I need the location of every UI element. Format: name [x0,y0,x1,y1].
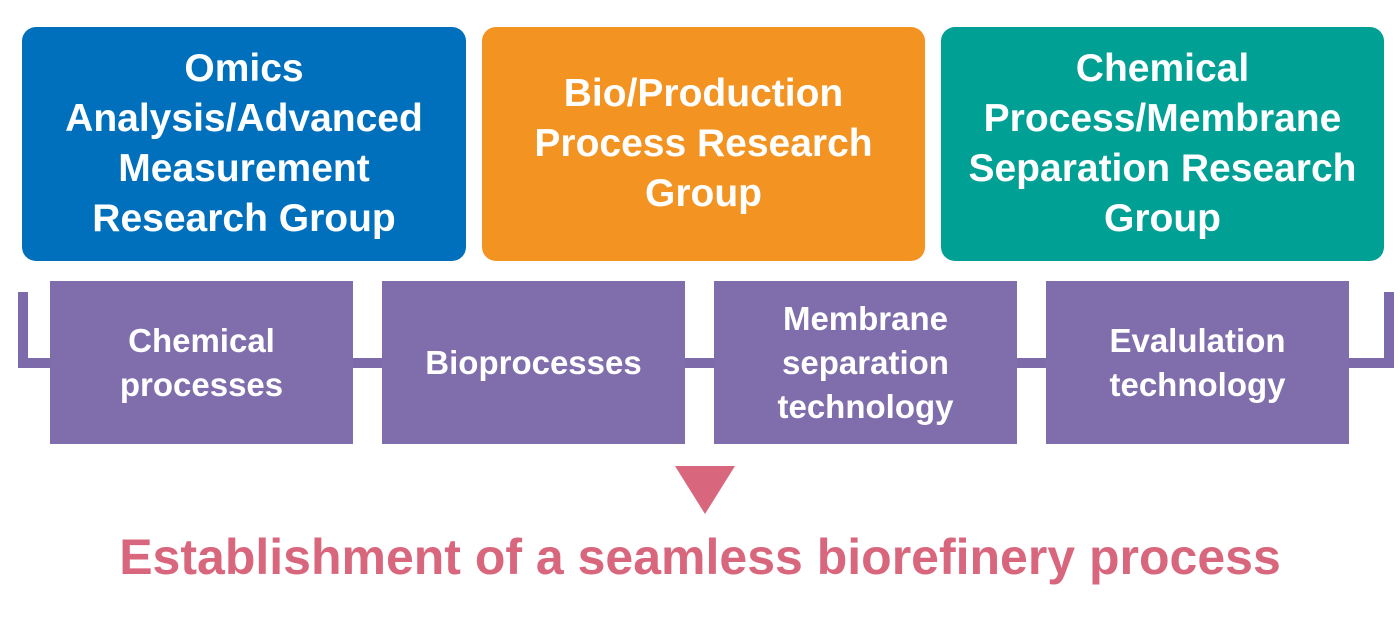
group-box-chemical-process: Chemical Process/Membrane Separation Res… [941,27,1384,261]
group-label: Chemical Process/Membrane Separation Res… [968,47,1357,240]
technology-label: Chemical processes [119,321,284,403]
group-label: Omics Analysis/Advanced Measurement Rese… [65,47,423,240]
connector-bracket-left [18,292,28,368]
technology-box-membrane-separation: Membrane separation technology [714,281,1017,444]
technology-box-chemical-processes: Chemical processes [50,281,353,444]
technology-label: Membrane separation technology [777,299,954,425]
connector-line [18,358,1394,368]
conclusion-text: Establishment of a seamless biorefinery … [119,529,1281,585]
technology-box-evaluation: Evalulation technology [1046,281,1349,444]
technology-label: Bioprocesses [425,343,642,381]
group-box-omics-analysis: Omics Analysis/Advanced Measurement Rese… [22,27,466,261]
connector-bracket-right [1384,292,1394,368]
group-label: Bio/Production Process Research Group [534,72,873,215]
group-box-bio-production: Bio/Production Process Research Group [482,27,925,261]
down-arrow-icon [675,466,735,514]
technology-box-bioprocesses: Bioprocesses [382,281,685,444]
technology-label: Evalulation technology [1109,321,1286,403]
